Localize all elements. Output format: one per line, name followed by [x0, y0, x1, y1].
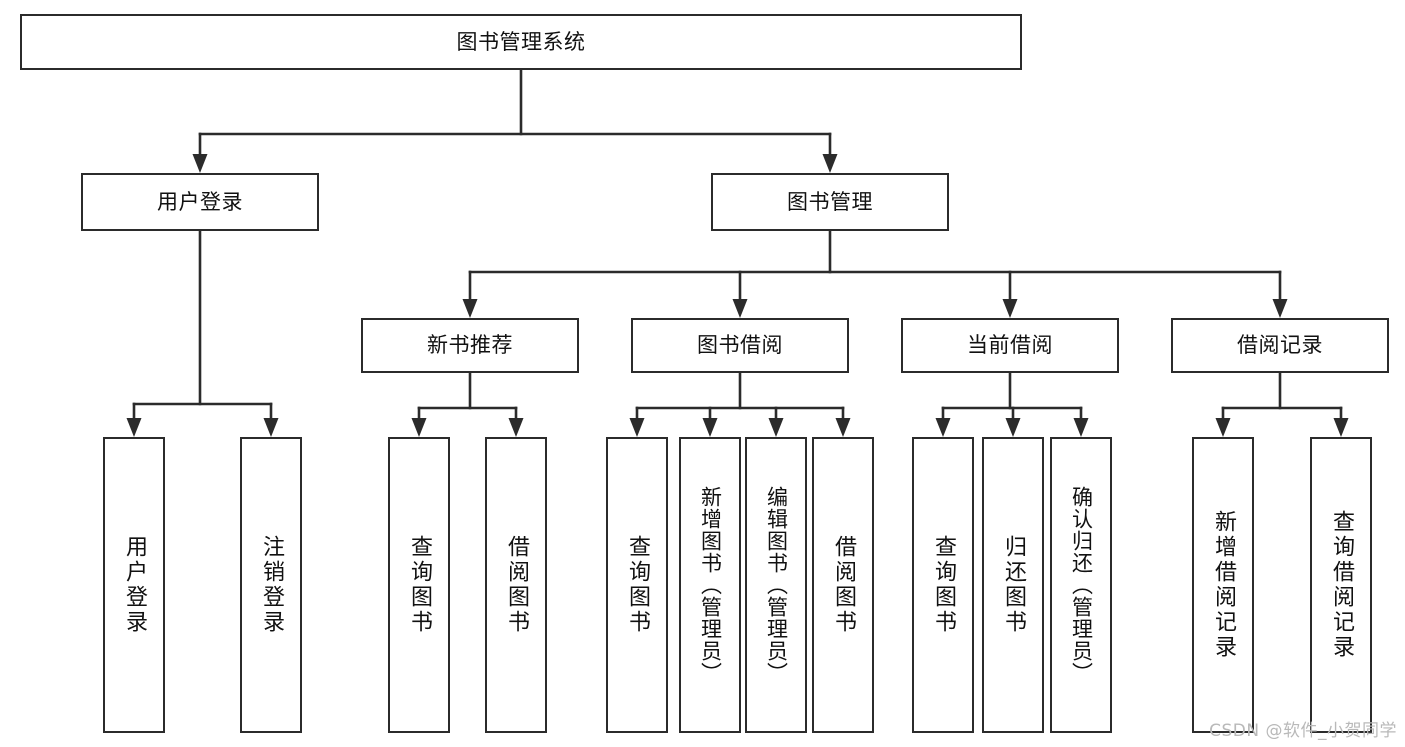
node-leaf_borrow_book_rec[interactable]: 借阅图书 — [485, 437, 547, 733]
edge-arrowhead-icon — [1002, 299, 1018, 318]
node-book_borrow[interactable]: 图书借阅 — [631, 318, 849, 373]
node-label: 当前借阅 — [967, 333, 1053, 358]
edge-arrowhead-icon — [1333, 418, 1349, 437]
edge-arrowhead-icon — [1215, 418, 1231, 437]
node-label: 归还图书 — [1001, 535, 1026, 635]
node-leaf_confirm_return[interactable]: 确认归还（管理员） — [1050, 437, 1112, 733]
edge-arrowhead-icon — [732, 299, 748, 318]
node-label: 注销登录 — [259, 535, 284, 635]
node-label: 图书管理系统 — [456, 29, 586, 54]
node-leaf_add_record[interactable]: 新增借阅记录 — [1192, 437, 1254, 733]
node-leaf_edit_book[interactable]: 编辑图书（管理员） — [745, 437, 807, 733]
node-label: 查询图书 — [931, 535, 956, 635]
node-label: 借阅记录 — [1237, 333, 1323, 358]
edge-arrowhead-icon — [935, 418, 951, 437]
node-label: 新书推荐 — [427, 333, 513, 358]
node-label: 用户登录 — [122, 535, 147, 635]
node-leaf_borrow_book[interactable]: 借阅图书 — [812, 437, 874, 733]
edge-arrowhead-icon — [768, 418, 784, 437]
node-label: 图书借阅 — [697, 333, 783, 358]
node-book_manage[interactable]: 图书管理 — [711, 173, 949, 231]
edge-arrowhead-icon — [835, 418, 851, 437]
node-leaf_return_book[interactable]: 归还图书 — [982, 437, 1044, 733]
node-leaf_user_login[interactable]: 用户登录 — [103, 437, 165, 733]
node-leaf_add_book[interactable]: 新增图书（管理员） — [679, 437, 741, 733]
node-label: 新增借阅记录 — [1211, 510, 1236, 660]
edge-arrowhead-icon — [508, 418, 524, 437]
node-label: 编辑图书（管理员） — [764, 486, 789, 684]
node-leaf_query_book_cur[interactable]: 查询图书 — [912, 437, 974, 733]
edge-arrowhead-icon — [126, 418, 142, 437]
node-current_borrow[interactable]: 当前借阅 — [901, 318, 1119, 373]
node-label: 确认归还（管理员） — [1069, 486, 1094, 684]
node-label: 新增图书（管理员） — [698, 486, 723, 684]
node-new_book_rec[interactable]: 新书推荐 — [361, 318, 579, 373]
node-label: 图书管理 — [787, 189, 873, 214]
node-leaf_query_record[interactable]: 查询借阅记录 — [1310, 437, 1372, 733]
edge-arrowhead-icon — [411, 418, 427, 437]
node-label: 借阅图书 — [831, 535, 856, 635]
edge-arrowhead-icon — [1005, 418, 1021, 437]
node-label: 查询借阅记录 — [1329, 510, 1354, 660]
edge-arrowhead-icon — [263, 418, 279, 437]
node-leaf_query_book_rec[interactable]: 查询图书 — [388, 437, 450, 733]
edge-arrowhead-icon — [629, 418, 645, 437]
edge-arrowhead-icon — [1073, 418, 1089, 437]
edge-arrowhead-icon — [702, 418, 718, 437]
node-user_login[interactable]: 用户登录 — [81, 173, 319, 231]
node-label: 查询图书 — [407, 535, 432, 635]
node-label: 借阅图书 — [504, 535, 529, 635]
node-leaf_logout[interactable]: 注销登录 — [240, 437, 302, 733]
edge-arrowhead-icon — [1272, 299, 1288, 318]
node-label: 用户登录 — [157, 189, 243, 214]
node-label: 查询图书 — [625, 535, 650, 635]
node-borrow_record[interactable]: 借阅记录 — [1171, 318, 1389, 373]
edge-arrowhead-icon — [822, 154, 838, 173]
node-root[interactable]: 图书管理系统 — [20, 14, 1022, 70]
edge-arrowhead-icon — [192, 154, 208, 173]
edge-arrowhead-icon — [462, 299, 478, 318]
node-leaf_query_book_borrow[interactable]: 查询图书 — [606, 437, 668, 733]
